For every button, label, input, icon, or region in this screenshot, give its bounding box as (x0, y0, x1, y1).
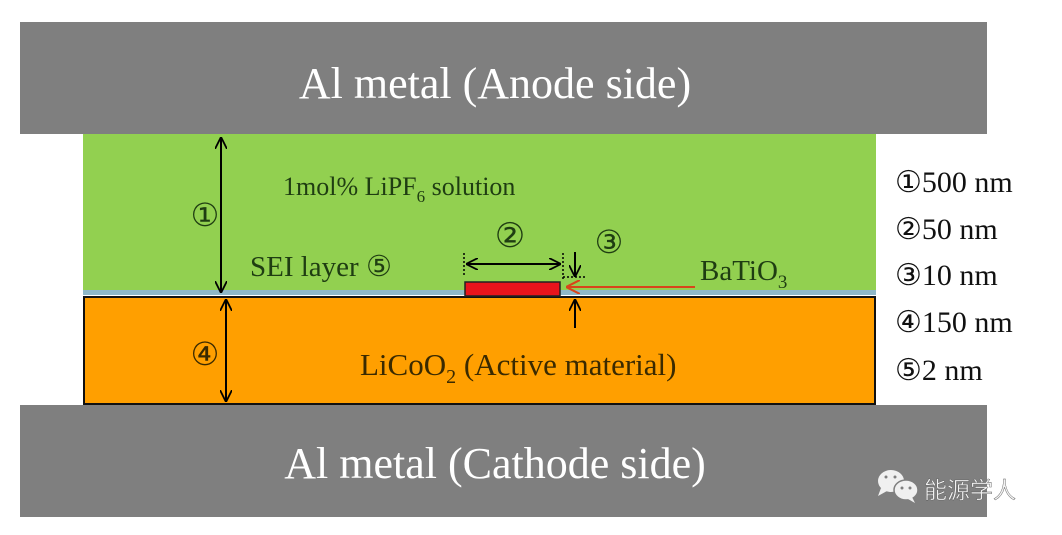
legend-item: ①500 nm (895, 166, 1013, 199)
active-material-layer (83, 296, 876, 405)
cathode-label: Al metal (Cathode side) (284, 439, 706, 488)
licoo2-label: LiCoO2 (Active material) (360, 347, 676, 388)
batio3-particle (464, 281, 561, 297)
legend-item: ③10 nm (895, 259, 998, 292)
legend-item: ④150 nm (895, 306, 1013, 339)
sei-label: SEI layer ⑤ (250, 251, 392, 283)
thickness-legend: ①500 nm ②50 nm ③10 nm ④150 nm ⑤2 nm (895, 166, 1013, 387)
anode-label: Al metal (Anode side) (299, 59, 691, 108)
marker-2: ② (495, 218, 525, 255)
cathode-metal-layer (20, 405, 987, 517)
watermark-text: 能源学人 (924, 478, 1016, 504)
solution-label: 1mol% LiPF6 solution (283, 172, 515, 206)
wechat-icon (878, 470, 919, 503)
marker-3: ③ (595, 224, 624, 260)
legend-item: ⑤2 nm (895, 354, 983, 387)
marker-1: ① (191, 197, 220, 233)
batio3-label: BaTiO3 (700, 255, 787, 293)
anode-metal-layer (20, 22, 987, 134)
legend-item: ②50 nm (895, 213, 998, 246)
marker-4: ④ (191, 336, 220, 372)
